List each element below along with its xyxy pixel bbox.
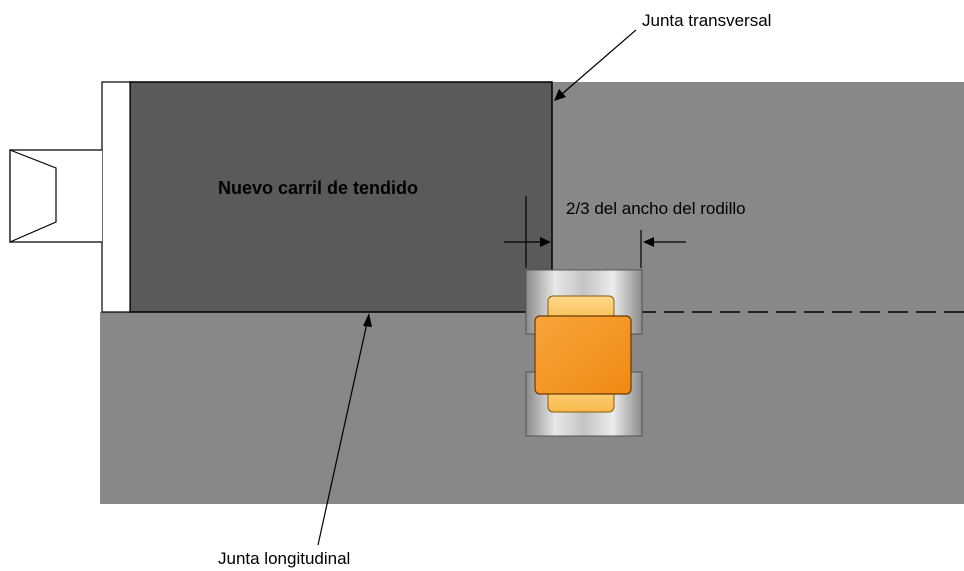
new-lane	[129, 81, 553, 313]
longitudinal-joint-label: Junta longitudinal	[218, 549, 350, 568]
roller-width-label: 2/3 del ancho del rodillo	[566, 199, 746, 218]
transverse-joint-arrowhead	[554, 89, 566, 101]
longitudinal-joint-line	[317, 322, 368, 546]
paver-icon	[9, 81, 131, 313]
paver-hopper-inner	[9, 149, 57, 243]
new-lane-label: Nuevo carril de tendido	[218, 178, 418, 198]
transverse-joint-label: Junta transversal	[642, 11, 771, 30]
longitudinal-joint-arrowhead	[363, 313, 372, 327]
roller-width-dimension	[504, 196, 686, 268]
roller-body	[534, 315, 632, 395]
dimension-arrowhead-right	[643, 237, 654, 247]
dimension-arrowhead-left	[540, 237, 551, 247]
transverse-joint-line	[561, 29, 637, 95]
paver-screed	[101, 81, 131, 313]
longitudinal-joint-leader	[317, 313, 372, 546]
roller-icon	[525, 269, 643, 437]
transverse-joint-leader	[554, 29, 637, 101]
